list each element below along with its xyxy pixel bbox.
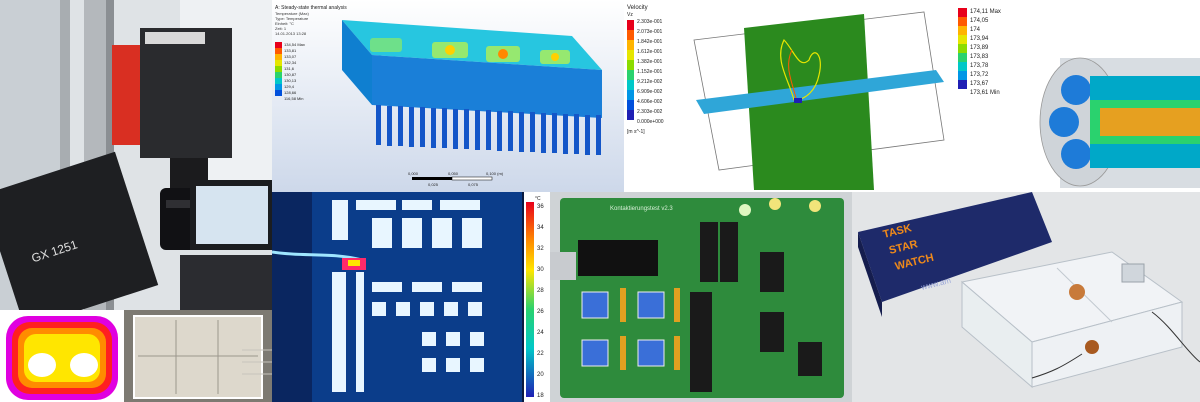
legend-value: 133,07: [284, 54, 297, 59]
legend-value: 174,05: [970, 18, 989, 24]
legend-value: 131,6: [284, 66, 295, 71]
subtitle-line: Zeit: 1: [275, 26, 287, 31]
subtitle-line: Type: Temperature: [275, 16, 309, 21]
acrylic-box-photo: TASK STAR WATCH www.am: [852, 192, 1200, 402]
legend-value: 173,94: [970, 36, 989, 42]
subtitle-line: Temperature (Max): [275, 11, 309, 16]
legend-value: 173,83: [970, 54, 989, 60]
scale-tick: 36: [537, 204, 544, 210]
capacitors: [620, 288, 680, 370]
velocity-simulation: Velocity Vz 2.303e-001 2.073e-001 1.842e…: [624, 0, 950, 192]
legend-value: 2.303e-002: [637, 109, 663, 115]
legend-value: 173,67: [970, 81, 989, 87]
scale-tick: 24: [537, 330, 544, 336]
potentiometers: [581, 291, 665, 367]
pcb-photo: Kontaktierungstest v2.3: [550, 192, 852, 402]
scale-tick: 0,100 (m): [486, 171, 504, 176]
legend-value: 0.000e+000: [637, 119, 664, 125]
scale-tick: 26: [537, 309, 544, 315]
heatsink-simulation: A: Steady-state thermal analysis Tempera…: [272, 0, 624, 192]
sim-title: A: Steady-state thermal analysis: [275, 5, 347, 11]
velocity-title: Velocity: [627, 5, 648, 11]
legend-value: 130,87: [284, 72, 297, 77]
legend-value: 133,81: [284, 48, 297, 53]
scale-tick: 34: [537, 225, 544, 231]
chip-structures: [332, 200, 484, 392]
cylinder-legend: 174,11 Max 174,05 174 173,94 173,89 173,…: [958, 8, 1001, 96]
scale-tick: 0,025: [428, 182, 439, 187]
legend-value: 130,13: [284, 78, 297, 83]
scale-tick: 0,000: [408, 171, 419, 176]
legend-value: 6.909e-002: [637, 89, 663, 95]
legend-value: 2.303e-001: [637, 19, 663, 25]
legend-value: 1.382e-001: [637, 59, 663, 65]
glass-panel-photo: [124, 310, 272, 402]
thermal-color-scale: [526, 202, 534, 397]
legend-value: 173,61 Min: [970, 90, 1000, 96]
legend-value: 1.152e-001: [637, 69, 663, 75]
subtitle-line: 14.01.2013 13:28: [275, 31, 307, 36]
legend-value: 2.073e-001: [637, 29, 663, 35]
velocity-legend: 2.303e-001 2.073e-001 1.842e-001 1.612e-…: [627, 19, 664, 135]
scale-tick: 0,050: [448, 171, 459, 176]
subtitle-line: Einheit: °C: [275, 21, 294, 26]
scale-tick: 30: [537, 267, 544, 273]
legend-value: 173,72: [970, 72, 989, 78]
camera-rig-photo: GX 1251: [0, 0, 272, 310]
legend-value: 9.212e-002: [637, 79, 663, 85]
scale-tick: 18: [537, 393, 544, 399]
heatsink-fins: [376, 105, 601, 155]
heat-spot-thumbnail: [0, 310, 124, 402]
cylinder-simulation: 174,11 Max 174,05 174 173,94 173,89 173,…: [950, 0, 1200, 192]
legend-value: 173,78: [970, 63, 989, 69]
sim-subtitle-lines: Temperature (Max) Type: Temperature Einh…: [275, 11, 309, 36]
scale-tick: 28: [537, 288, 544, 294]
scale-tick: 32: [537, 246, 544, 252]
legend-value: 132,34: [284, 60, 297, 65]
scale-bar: 0,000 0,050 0,025 0,075 0,100 (m): [408, 171, 504, 187]
legend-value: 1.842e-001: [637, 39, 663, 45]
thermal-chip-map: °C 36 34 32 30 28 26 24 22 20 18: [272, 192, 550, 402]
legend-value: 134,54 Max: [284, 42, 305, 47]
legend-value: 174: [970, 27, 981, 33]
velocity-subtitle: Vz: [627, 12, 633, 18]
scale-unit: °C: [535, 196, 541, 202]
legend-value: 116,58 Min: [284, 96, 304, 101]
legend-value: 128,66: [284, 90, 297, 95]
scale-tick: 22: [537, 351, 544, 357]
legend-value: 174,11 Max: [970, 9, 1001, 15]
scale-tick: 20: [537, 372, 544, 378]
temperature-legend: 134,54 Max 133,81 133,07 132,34 131,6 13…: [275, 42, 305, 101]
velocity-unit: [m s^-1]: [627, 129, 645, 135]
legend-value: 1.612e-001: [637, 49, 663, 55]
pcb-board-text: Kontaktierungstest v2.3: [610, 206, 673, 212]
legend-value: 4.606e-002: [637, 99, 663, 105]
legend-value: 173,89: [970, 45, 989, 51]
legend-value: 129,4: [284, 84, 295, 89]
scale-tick: 0,075: [468, 182, 479, 187]
